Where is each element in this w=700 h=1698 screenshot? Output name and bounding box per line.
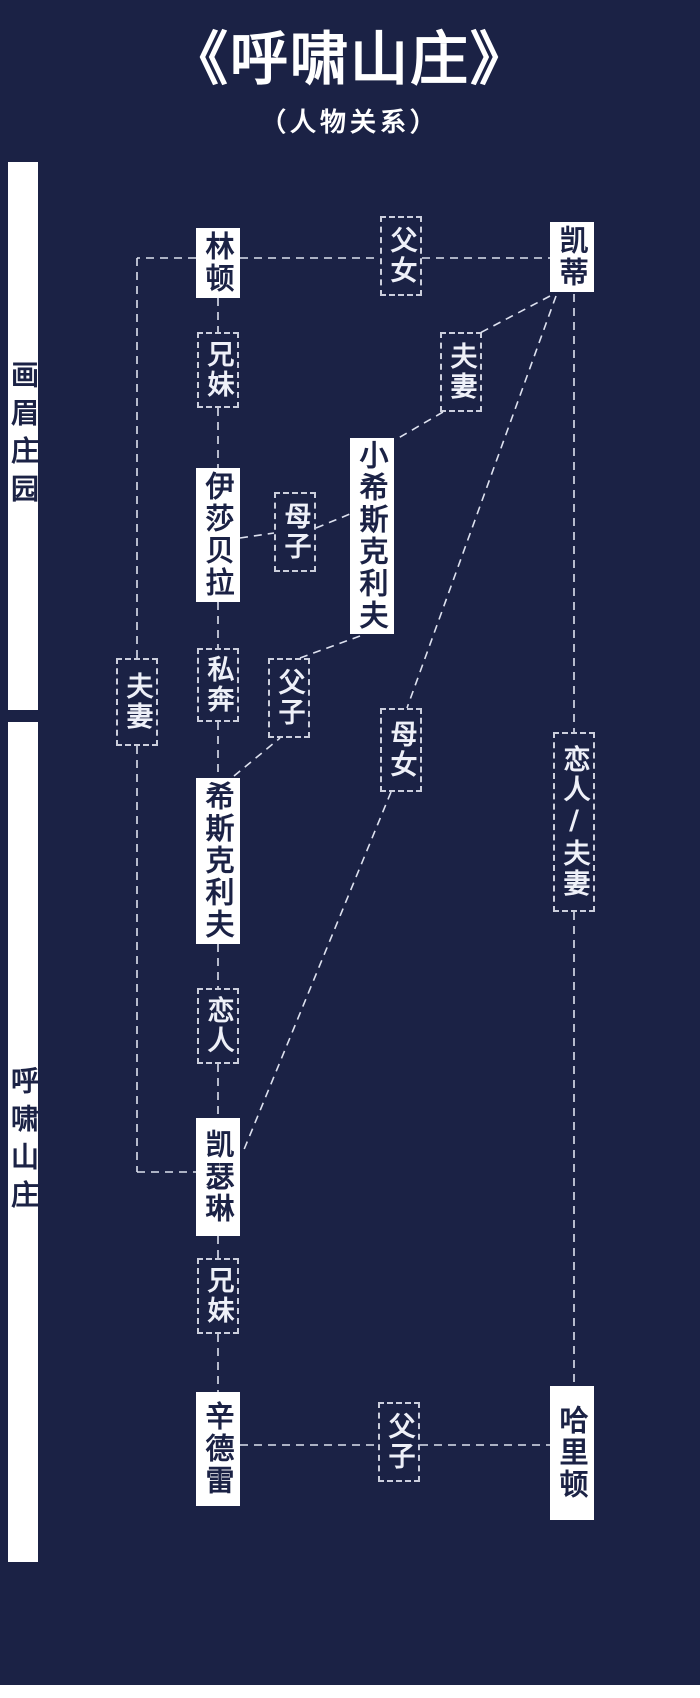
relation-label: 夫妻: [121, 672, 153, 732]
edge-heathcliff-fatherson: [233, 737, 281, 777]
section-bar-thrushcross-grange: 画眉庄园: [7, 162, 40, 710]
person-name: 小希斯克利夫: [355, 440, 389, 632]
section-label: 画眉庄园: [7, 360, 40, 512]
relation-box-mother-son: 母子: [274, 492, 316, 572]
person-node-hindley: 辛德雷: [196, 1392, 240, 1506]
relation-label: 父子: [273, 668, 305, 728]
relation-box-siblings-bottom: 兄妹: [197, 1258, 239, 1334]
bottom-margin-strip: [0, 1685, 700, 1698]
relation-box-lovers: 恋人: [197, 988, 239, 1064]
relation-box-father-son-mid: 父子: [268, 658, 310, 738]
edge-motherdaughter-catherine: [242, 791, 392, 1153]
relation-label: 母女: [385, 720, 417, 780]
relation-label: 恋人: [202, 996, 234, 1056]
section-bar-wuthering-heights: 呼啸山庄: [7, 722, 40, 1562]
relation-label: 兄妹: [202, 1266, 234, 1326]
relation-box-lovers-couple-right: 恋人/夫妻: [553, 732, 595, 912]
relation-label: 夫妻: [445, 342, 477, 402]
relation-label: 父女: [385, 226, 417, 286]
relation-box-couple-left: 夫妻: [116, 658, 158, 746]
person-node-linton-heathcliff: 小希斯克利夫: [350, 438, 394, 634]
edge-motherson-lintonheathcliff: [315, 513, 351, 529]
relation-box-father-son-bottom: 父子: [378, 1402, 420, 1482]
relation-label: 父子: [383, 1412, 415, 1472]
page-title: 《呼啸山庄》: [169, 25, 530, 93]
relation-label: 兄妹: [202, 340, 234, 400]
relation-box-mother-daughter: 母女: [380, 708, 422, 792]
person-node-cathy: 凯蒂: [550, 222, 594, 292]
page-subtitle: （人物关系）: [259, 108, 440, 138]
relation-box-couple-upper: 夫妻: [440, 332, 482, 412]
person-name: 希斯克利夫: [201, 781, 235, 941]
person-node-isabella: 伊莎贝拉: [196, 468, 240, 602]
person-node-edgar-linton: 林顿: [196, 228, 240, 298]
relation-label: 恋人/夫妻: [558, 745, 590, 899]
person-node-catherine: 凯瑟琳: [196, 1118, 240, 1236]
person-name: 伊莎贝拉: [201, 471, 235, 599]
section-label: 呼啸山庄: [7, 1066, 40, 1218]
person-name: 辛德雷: [201, 1401, 235, 1497]
edge-cathy-coupleupper: [477, 295, 551, 335]
person-name: 林顿: [201, 231, 235, 295]
relation-label: 母子: [279, 502, 311, 562]
person-name: 凯蒂: [555, 225, 589, 289]
person-name: 凯瑟琳: [201, 1129, 235, 1225]
relation-box-elope: 私奔: [197, 648, 239, 722]
person-node-hareton: 哈里顿: [550, 1386, 594, 1520]
relation-label: 私奔: [202, 655, 234, 715]
edge-coupleupper-lintonheathcliff: [394, 411, 444, 441]
relation-box-father-daughter-top: 父女: [380, 216, 422, 296]
edge-fatherson-lintonheathcliff: [299, 635, 361, 659]
person-name: 哈里顿: [555, 1405, 589, 1501]
relation-box-siblings-top: 兄妹: [197, 332, 239, 408]
edge-isabella-motherson: [239, 532, 275, 539]
person-node-heathcliff: 希斯克利夫: [196, 778, 240, 944]
